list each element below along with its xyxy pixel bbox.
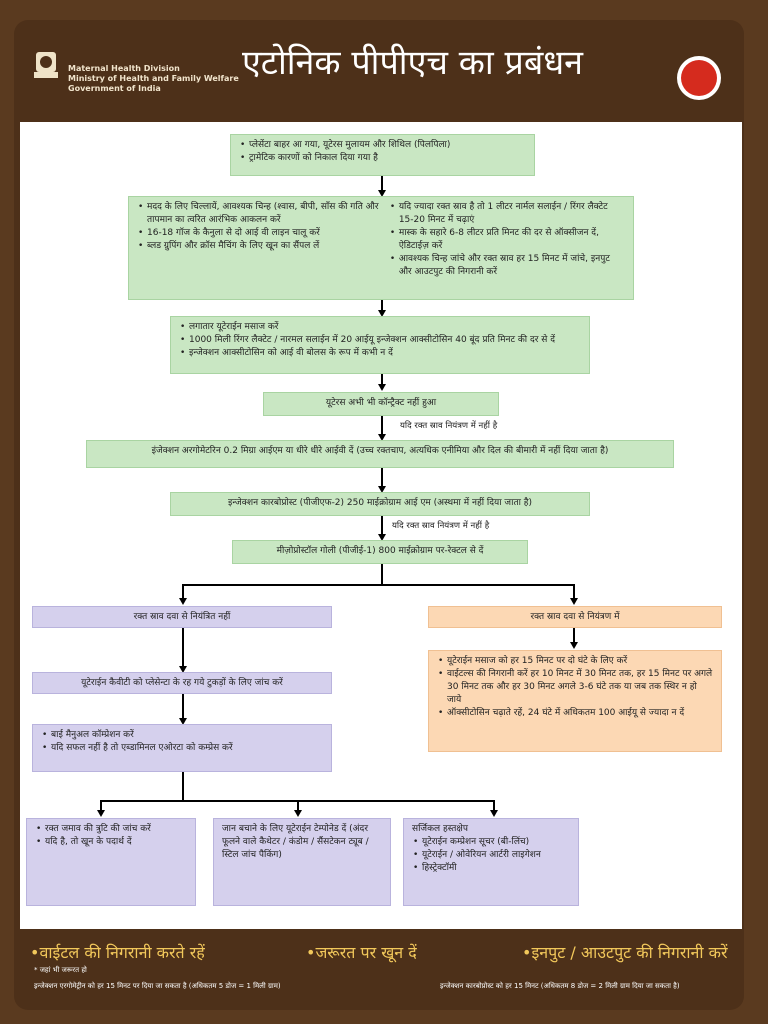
note-not-controlled-2: यदि रक्त स्राव नियंत्रण में नहीं है bbox=[392, 521, 490, 531]
list-item: ट्रामेटिक कारणों को निकाल दिया गया है bbox=[240, 152, 526, 165]
nrhm-logo-icon bbox=[677, 56, 721, 100]
list-item: यूटेराईन कम्प्रेशन सूचर (बी-लिंच) bbox=[413, 836, 570, 849]
footer-blood: •जरूरत पर खून दें bbox=[306, 943, 417, 962]
footer-small-3: इन्जेक्शन कारबोप्रोस्ट को हर 15 मिनट (अध… bbox=[440, 982, 680, 990]
box-placenta: प्लेसेंटा बाहर आ गया, यूटेरस मुलायम और श… bbox=[230, 134, 535, 176]
list-item: मास्क के सहारे 6-8 लीटर प्रति मिनट की दर… bbox=[390, 227, 625, 253]
list-item: मदद के लिए चिल्लायें, आवश्यक चिन्ह (श्वा… bbox=[138, 201, 383, 227]
footer-io: •इनपुट / आउटपुट की निगरानी करें bbox=[522, 943, 728, 962]
org-line3: Government of India bbox=[68, 84, 161, 93]
footer-small-1: * जहां भी जरूरत हो bbox=[34, 966, 87, 974]
list-item: रक्त जमाव की त्रुटि की जांच करें bbox=[36, 823, 187, 836]
national-emblem-icon bbox=[34, 52, 58, 78]
list-item: यूटेराईन मसाज को हर 15 मिनट पर दो घंटे क… bbox=[438, 655, 713, 668]
list-item: आवश्यक चिन्ह जांचे और रक्त स्राव हर 15 म… bbox=[390, 253, 625, 279]
box-bimanual: बाई मैनुअल कॉम्प्रेशन करें यदि सफल नहीं … bbox=[32, 724, 332, 772]
box-initial-actions: मदद के लिए चिल्लायें, आवश्यक चिन्ह (श्वा… bbox=[128, 196, 634, 300]
box-tamponade: जान बचाने के लिए यूटेराईन टेम्पोनेड दें … bbox=[213, 818, 391, 906]
footer-small-2: इन्जेक्शन एरगोमेट्रीन को हर 15 मिनट पर द… bbox=[34, 982, 281, 990]
note-not-controlled: यदि रक्त स्राव नियंत्रण में नहीं है bbox=[400, 421, 498, 431]
org-block: Maternal Health Division Ministry of Hea… bbox=[68, 64, 239, 94]
footer-vitals: •वाईटल की निगरानी करते रहें bbox=[30, 943, 205, 962]
list-item: वाईटल्स की निगरानी करें हर 10 मिनट में 3… bbox=[438, 668, 713, 707]
list-item: 1000 मिली रिंगर लैक्टेट / नारमल सलाईन मे… bbox=[180, 334, 581, 347]
list-item: 16-18 गॉज के कैनुला से दो आई वी लाइन चाल… bbox=[138, 227, 383, 240]
list-item: यदि ज्यादा रक्त स्राव है तो 1 लीटर नार्म… bbox=[390, 201, 625, 227]
box-left-head: रक्त स्राव दवा से नियंत्रित नहीं bbox=[32, 606, 332, 628]
list-item: यूटेराईन / ओवेरियन आर्टरी लाइगेशन bbox=[413, 849, 570, 862]
box-not-contracted: यूटेरस अभी भी कॉन्ट्रैक्ट नहीं हुआ bbox=[263, 392, 499, 416]
box-carboprost: इन्जेक्शन कारबोप्रोस्ट (पीजीएफ-2) 250 मा… bbox=[170, 492, 590, 516]
list-item: हिस्ट्रेक्टॉमी bbox=[413, 862, 570, 875]
box-coagulation: रक्त जमाव की त्रुटि की जांच करें यदि है,… bbox=[26, 818, 196, 906]
box-right-head: रक्त स्राव दवा से नियंत्रण में bbox=[428, 606, 722, 628]
flowchart-area: प्लेसेंटा बाहर आ गया, यूटेरस मुलायम और श… bbox=[20, 122, 742, 929]
list-item: ऑक्सीटोसिन चढ़ाते रहें, 24 घंटे में अधिक… bbox=[438, 707, 713, 720]
list-item: यदि सफल नहीं है तो एब्डामिनल एओरटा को कम… bbox=[42, 742, 323, 755]
box-surgical: सर्जिकल हस्तक्षेप यूटेराईन कम्प्रेशन सूच… bbox=[403, 818, 579, 906]
box-uterine-cavity: यूटेराईन कैवीटी को प्लेसेन्टा के रह गये … bbox=[32, 672, 332, 694]
page-title: एटोनिक पीपीएच का प्रबंधन bbox=[242, 43, 584, 83]
box-misoprostol: मीज़ोप्रोस्टॉल गोली (पीजीई-1) 800 माईक्र… bbox=[232, 540, 528, 564]
list-item: लगातार यूटेराईन मसाज करें bbox=[180, 321, 581, 334]
header: Maternal Health Division Ministry of Hea… bbox=[20, 26, 742, 122]
list-item: ब्लड ग्रुपिंग और क्रॉस मैचिंग के लिए खून… bbox=[138, 240, 383, 253]
list-item: यदि है, तो खून के पदार्थ दें bbox=[36, 836, 187, 849]
box-oxytocin: लगातार यूटेराईन मसाज करें 1000 मिली रिंग… bbox=[170, 316, 590, 374]
box-right-care: यूटेराईन मसाज को हर 15 मिनट पर दो घंटे क… bbox=[428, 650, 722, 752]
box-ergometrine: इंजेक्शन अरगोमेटरिन 0.2 मिग्रा आईएम या ध… bbox=[86, 440, 674, 468]
surgical-heading: सर्जिकल हस्तक्षेप bbox=[412, 824, 468, 834]
footer: •वाईटल की निगरानी करते रहें •जरूरत पर खू… bbox=[20, 929, 742, 989]
org-line1: Maternal Health Division bbox=[68, 64, 180, 73]
list-item: बाई मैनुअल कॉम्प्रेशन करें bbox=[42, 729, 323, 742]
list-item: प्लेसेंटा बाहर आ गया, यूटेरस मुलायम और श… bbox=[240, 139, 526, 152]
list-item: इन्जेक्शन आक्सीटोसिन को आई वी बोलस के रू… bbox=[180, 347, 581, 360]
org-line2: Ministry of Health and Family Welfare bbox=[68, 74, 239, 83]
